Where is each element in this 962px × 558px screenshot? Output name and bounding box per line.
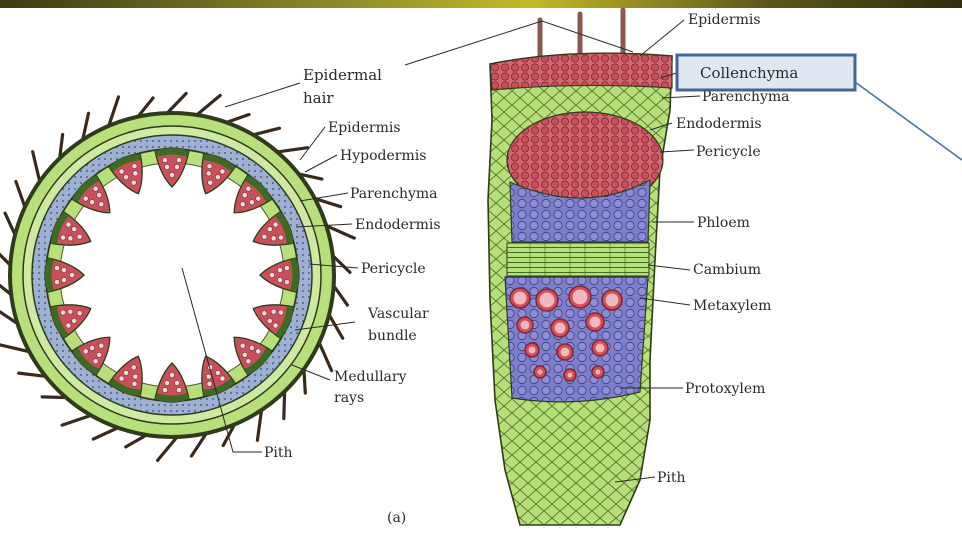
label-vascular-bundle-1: Vascular [367, 306, 429, 322]
label-pith-left: Pith [264, 445, 293, 461]
figure-caption: (a) [387, 510, 406, 526]
label-protoxylem: Protoxylem [685, 381, 765, 397]
label-collenchyma: Collenchyma [700, 64, 798, 82]
label-medullary-rays-1: Medullary [334, 369, 407, 385]
label-parenchyma-left: Parenchyma [350, 186, 438, 202]
label-hypodermis: Hypodermis [340, 148, 426, 164]
label-phloem: Phloem [697, 215, 750, 231]
stem-sector-detail [488, 10, 672, 525]
cambium-layer [507, 243, 649, 276]
label-pith-right: Pith [657, 470, 686, 486]
label-epidermal-hair-2: hair [303, 89, 334, 107]
label-cambium: Cambium [693, 262, 761, 278]
label-epidermis-right: Epidermis [688, 12, 761, 28]
label-endodermis-left: Endodermis [355, 217, 441, 233]
label-epidermal-hair-1: Epidermal [303, 66, 382, 84]
label-pericycle-right: Pericycle [696, 144, 761, 160]
label-pericycle-left: Pericycle [361, 261, 426, 277]
label-epidermis-left: Epidermis [328, 120, 401, 136]
label-medullary-rays-2: rays [334, 390, 364, 406]
label-metaxylem: Metaxylem [693, 298, 771, 314]
highlight-arrow [855, 82, 962, 160]
top-banner [0, 0, 962, 8]
stem-cross-section [0, 94, 354, 461]
collenchyma-band [490, 53, 672, 90]
label-endodermis-right: Endodermis [676, 116, 762, 132]
label-vascular-bundle-2: bundle [368, 328, 417, 344]
